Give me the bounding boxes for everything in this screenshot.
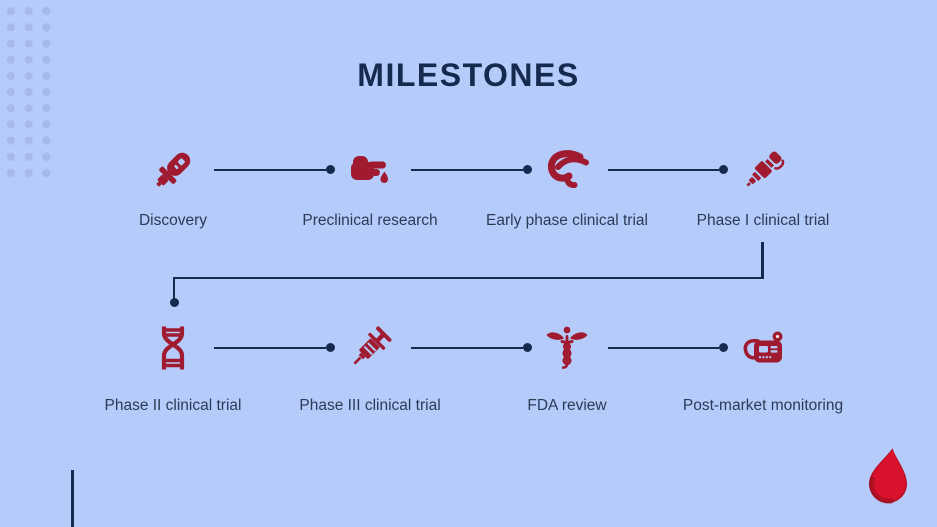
connector-dot [719,343,728,353]
connector-line [411,343,532,353]
milestone-label: Phase III clinical trial [299,397,441,414]
connector-line [411,165,532,175]
elbow-connector-vertical [761,242,764,277]
connector-dot [523,165,532,175]
milestone-preclinical: Preclinical research [272,146,469,230]
milestone-phase2: Phase II clinical trial [75,324,272,415]
milestone-label: Phase I clinical trial [696,212,830,229]
elbow-connector-vertical [172,276,175,299]
injection-pen-icon [739,146,787,194]
milestone-label: Discovery [138,212,208,229]
connector-dot [719,165,728,175]
connector-line [608,165,728,175]
medical-monitor-icon [739,324,787,372]
caduceus-icon [543,324,591,372]
milestone-label: Post-market monitoring [682,397,844,414]
syringe-icon [346,324,394,372]
dot-grid-decoration [2,3,56,179]
milestone-fda-review: FDA review [469,324,666,415]
milestone-phase3: Phase III clinical trial [272,324,469,415]
connector-line [214,165,335,175]
connector-line [214,343,335,353]
connector-dot [523,343,532,353]
milestone-label: Phase II clinical trial [104,397,242,414]
page-title: MILESTONES [357,57,580,93]
milestone-post-market: Post-market monitoring [665,324,862,415]
pancreas-icon [543,146,591,194]
connector-line [608,343,728,353]
milestone-label: FDA review [527,397,607,414]
elbow-connector-horizontal [172,276,764,279]
milestone-phase1: Phase I clinical trial [665,146,862,230]
milestone-early-phase: Early phase clinical trial [469,146,666,230]
vertical-line-decoration [71,470,74,527]
milestone-label: Early phase clinical trial [486,212,648,229]
connector-dot [326,343,335,353]
connector-dot [169,297,179,307]
fist-blood-test-icon [346,146,394,194]
dna-icon [149,324,197,372]
blood-drop-icon [862,446,916,509]
dermatoscope-icon [149,146,197,194]
connector-dot [326,165,335,175]
milestone-label: Preclinical research [302,212,438,229]
milestone-discovery: Discovery [75,146,272,230]
